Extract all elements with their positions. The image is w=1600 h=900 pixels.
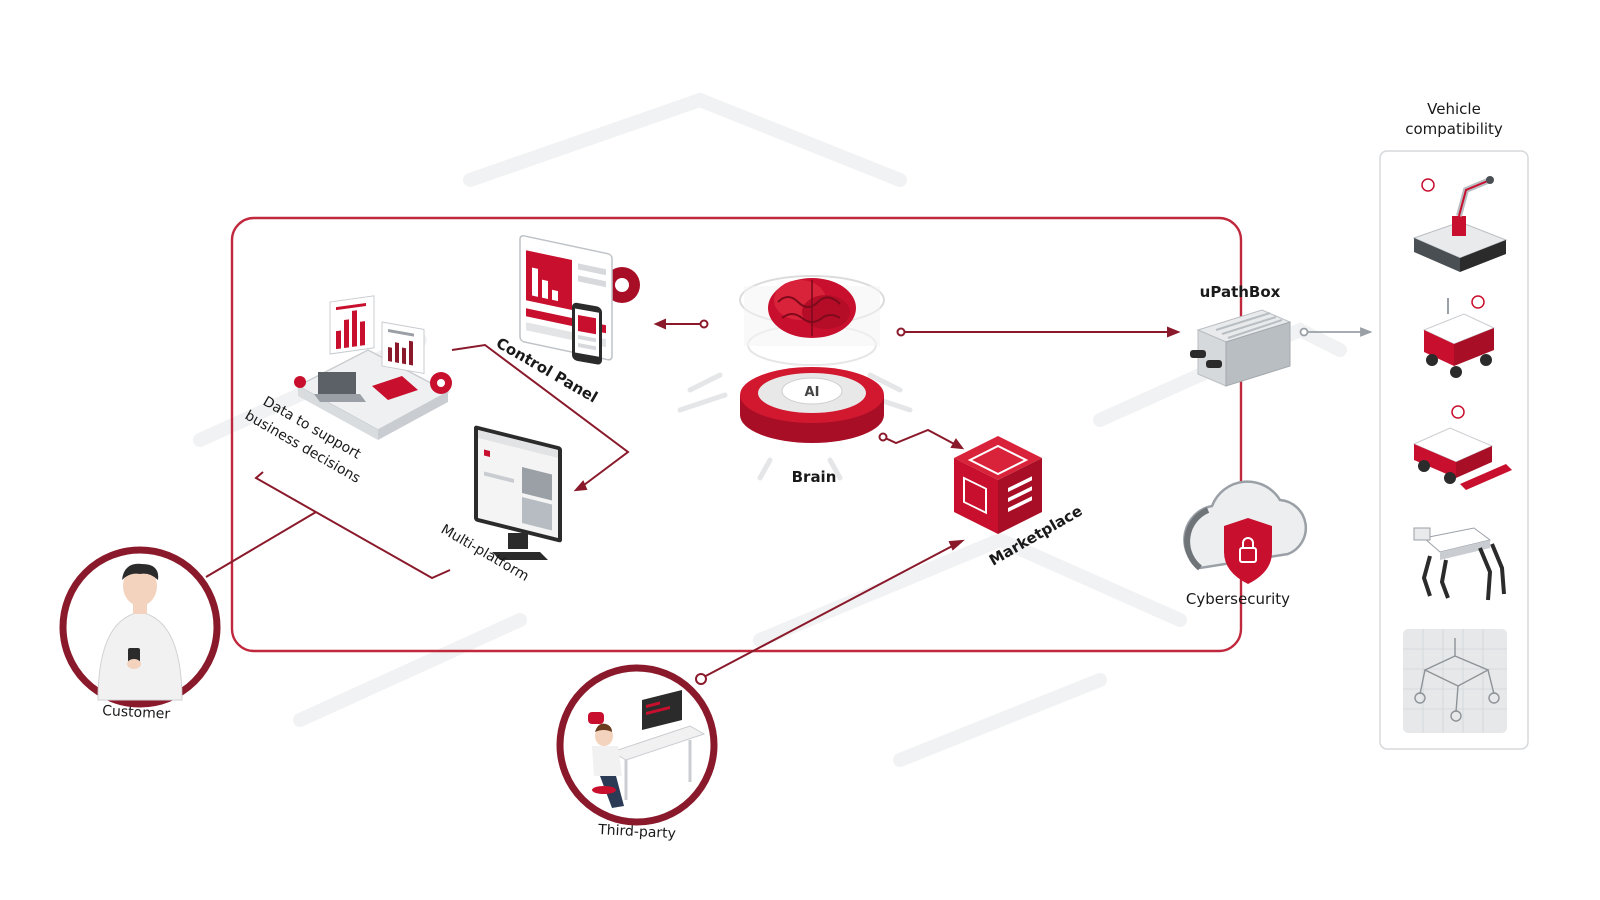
connectors [205, 318, 1242, 685]
brain-chip-glyph: AI [805, 385, 820, 400]
upathbox-label: uPathBox [1200, 283, 1281, 301]
brain-node: AI Brain [677, 275, 913, 486]
dashboard-icon [294, 295, 452, 440]
cybersecurity-node: Cybersecurity [1183, 480, 1308, 608]
harvester-icon [1412, 405, 1512, 490]
thirdparty-to-marketplace-line [699, 542, 959, 680]
multi-platform-node: Multi-platform [438, 425, 562, 585]
delivery-robot-icon [1422, 295, 1496, 378]
upathbox-to-vehicles-connector [1299, 327, 1373, 337]
vehicle-compatibility-panel: Vehicle compatibility [1379, 100, 1529, 750]
customer-label: Customer [102, 703, 171, 723]
vehicle-title-line2: compatibility [1405, 120, 1503, 138]
customer-avatar [97, 563, 183, 701]
control-panel-icon [519, 234, 640, 365]
robot-dog-icon [1413, 527, 1506, 601]
monitor-icon [474, 425, 562, 560]
customer-connector [205, 511, 317, 578]
cybersecurity-label: Cybersecurity [1186, 590, 1290, 608]
brain-label: Brain [792, 468, 837, 486]
marketplace-cube-icon [954, 436, 1042, 534]
dashboard-bracket-line [254, 471, 451, 580]
customer-node: Customer [59, 546, 221, 723]
brain-to-marketplace-line [882, 428, 959, 447]
brain-icon [768, 278, 856, 338]
upathbox-node: uPathBox [1190, 283, 1292, 387]
third-party-node: Third-party [556, 664, 718, 842]
third-party-label: Third-party [597, 822, 676, 842]
arrowhead-control-panel [653, 318, 666, 330]
robot-arm-vehicle-icon [1412, 176, 1508, 272]
cloud-shield-icon [1183, 480, 1308, 584]
background-traces [193, 92, 1347, 767]
control-panel-node: Control Panel [493, 234, 640, 406]
upathbox-device-icon [1190, 309, 1292, 387]
control-to-multiplatform-line [451, 343, 630, 489]
data-node: Data to support business decisions [242, 295, 452, 487]
developer-avatar [588, 690, 706, 808]
vehicle-title-line1: Vehicle [1427, 100, 1481, 118]
chassis-wireframe-icon [1403, 629, 1507, 733]
